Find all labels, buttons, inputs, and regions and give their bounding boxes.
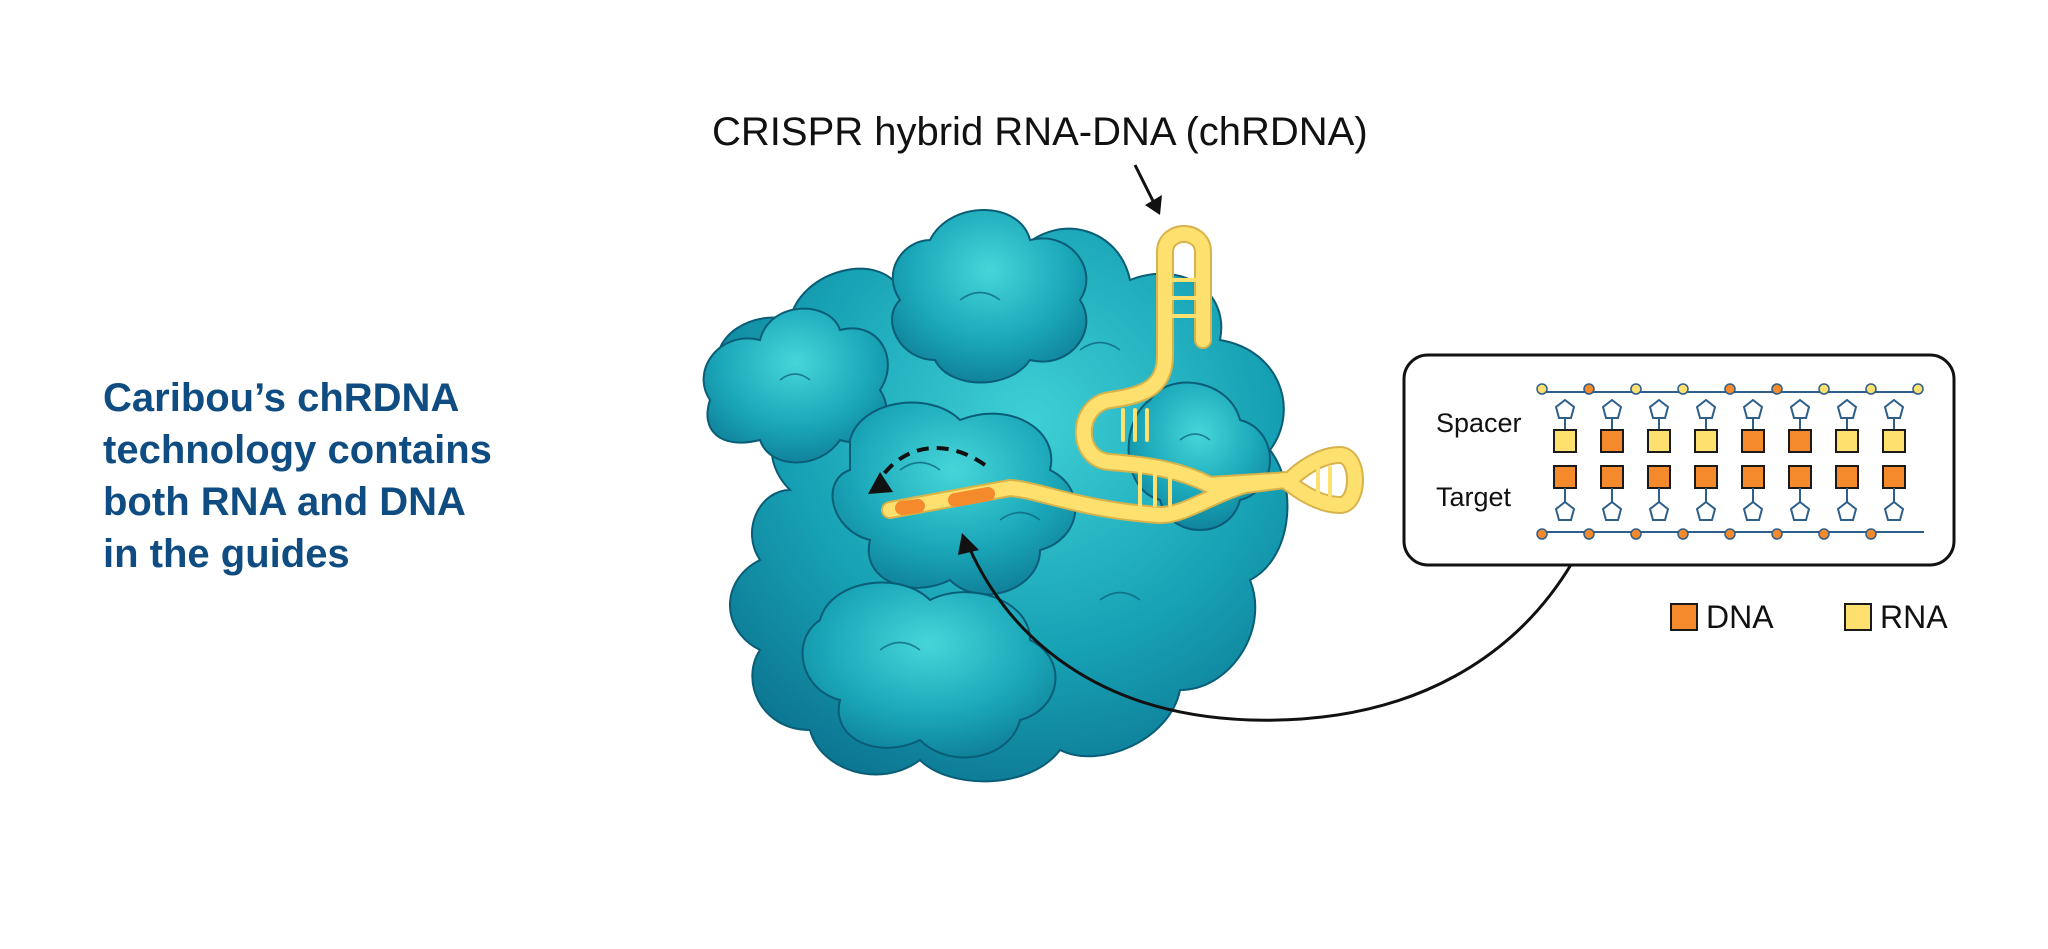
spacer-base xyxy=(1835,429,1859,453)
target-sugar xyxy=(1836,500,1858,521)
legend-dna-label: DNA xyxy=(1706,598,1774,635)
target-sugar xyxy=(1742,500,1764,521)
legend-rna-swatch xyxy=(1844,603,1872,631)
spacer-phosphate xyxy=(1536,383,1548,395)
target-phosphate xyxy=(1583,528,1595,540)
target-base xyxy=(1882,465,1906,489)
target-phosphate xyxy=(1724,528,1736,540)
target-base xyxy=(1553,465,1577,489)
target-base xyxy=(1694,465,1718,489)
headline-line-3: both RNA and DNA xyxy=(103,480,466,524)
spacer-base xyxy=(1553,429,1577,453)
target-sugar xyxy=(1601,500,1623,521)
headline-line-1: Caribou’s chRDNA xyxy=(103,376,460,420)
detail-panel xyxy=(1402,353,1956,567)
spacer-phosphate xyxy=(1583,383,1595,395)
legend-rna: RNA xyxy=(1844,598,1948,635)
target-base xyxy=(1835,465,1859,489)
legend-rna-label: RNA xyxy=(1880,598,1948,635)
target-base xyxy=(1647,465,1671,489)
spacer-base xyxy=(1882,429,1906,453)
label-arrow-head xyxy=(1145,195,1162,215)
spacer-base xyxy=(1694,429,1718,453)
panel-connector xyxy=(966,544,1574,722)
target-label: Target xyxy=(1436,482,1512,512)
target-sugar xyxy=(1554,500,1576,521)
spacer-phosphate xyxy=(1630,383,1642,395)
spacer-label: Spacer xyxy=(1436,408,1522,438)
spacer-base xyxy=(1600,429,1624,453)
headline-line-4: in the guides xyxy=(103,532,350,576)
target-phosphate xyxy=(1536,528,1548,540)
target-phosphate xyxy=(1630,528,1642,540)
guide-dna-segment-2 xyxy=(948,487,995,507)
label-arrow xyxy=(1133,164,1157,206)
target-phosphate xyxy=(1677,528,1689,540)
spacer-phosphate xyxy=(1677,383,1689,395)
target-sugar xyxy=(1695,500,1717,521)
spacer-phosphate xyxy=(1724,383,1736,395)
target-phosphate xyxy=(1771,528,1783,540)
target-sugar xyxy=(1789,500,1811,521)
spacer-phosphate-end xyxy=(1912,383,1924,395)
target-base xyxy=(1741,465,1765,489)
target-base xyxy=(1788,465,1812,489)
headline: Caribou’s chRDNA technology contains bot… xyxy=(103,372,623,580)
legend-dna: DNA xyxy=(1670,598,1774,635)
guide-dna-segment-1 xyxy=(895,499,925,515)
legend-dna-swatch xyxy=(1670,603,1698,631)
dashed-arrow xyxy=(876,446,987,484)
target-phosphate xyxy=(1865,528,1877,540)
dashed-arrow-head xyxy=(868,472,893,494)
target-phosphate xyxy=(1818,528,1830,540)
spacer-phosphate xyxy=(1771,383,1783,395)
spacer-phosphate xyxy=(1865,383,1877,395)
spacer-phosphate xyxy=(1818,383,1830,395)
chrdna-guide xyxy=(881,225,1364,524)
target-base xyxy=(1600,465,1624,489)
chrdna-label: CRISPR hybrid RNA-DNA (chRDNA) xyxy=(712,110,1368,154)
strand-detail xyxy=(1536,383,1924,540)
target-sugar xyxy=(1883,500,1905,521)
spacer-base xyxy=(1647,429,1671,453)
panel-connector-head xyxy=(958,533,979,555)
headline-line-2: technology contains xyxy=(103,428,492,472)
spacer-base xyxy=(1788,429,1812,453)
spacer-base xyxy=(1741,429,1765,453)
target-sugar xyxy=(1648,500,1670,521)
